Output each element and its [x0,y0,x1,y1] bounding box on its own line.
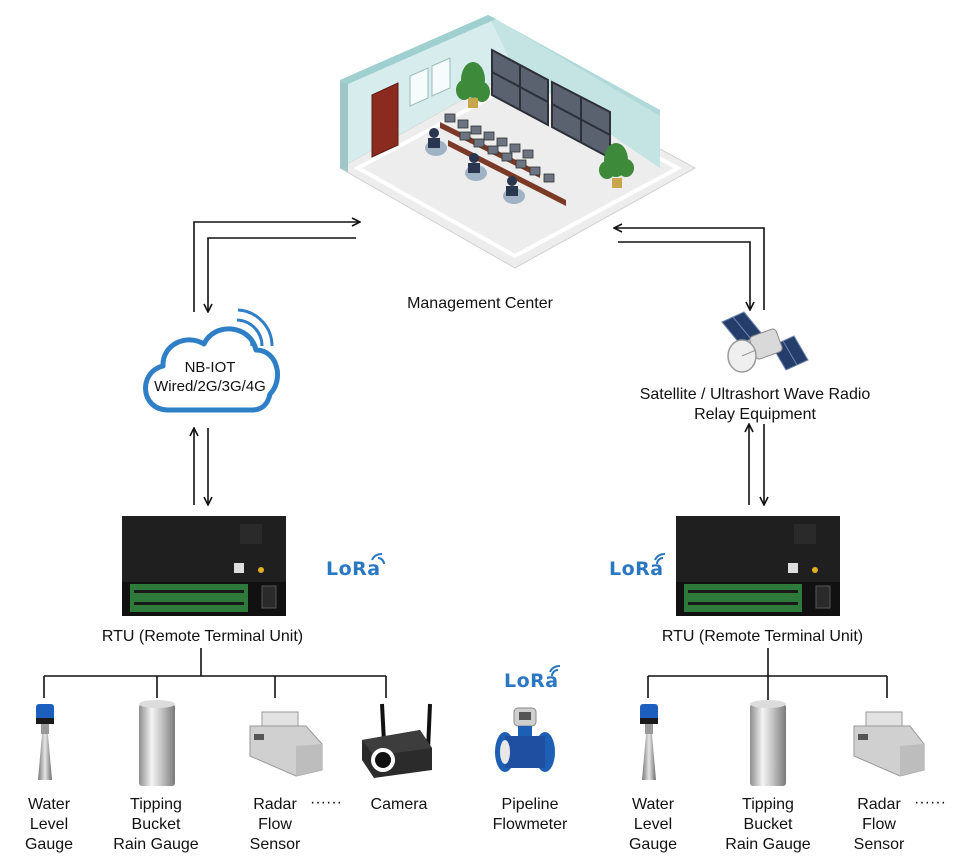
relay-label-line1: Satellite / Ultrashort Wave Radio [639,386,871,403]
right-sensor-bus [647,648,888,700]
water-level-gauge-left-label: Water Level Gauge [10,795,88,855]
radar-flow-sensor-right-label: Radar Flow Sensor [840,795,918,855]
ellipsis-left: ······ [310,794,342,811]
label-line: Flow [258,816,292,833]
label-line: Gauge [24,836,74,853]
rtu-left-device [122,516,286,616]
label-line: Bucket [131,816,181,833]
lora-signal-icon [654,552,666,565]
label-line: Rain Gauge [113,836,199,853]
label-line: Gauge [628,836,678,853]
water-level-gauge-right-icon [640,704,658,780]
right-uplink-arrows [614,228,764,505]
pipeline-flowmeter-label: Pipeline Flowmeter [475,795,585,835]
lora-left-badge: LoRa [326,552,385,580]
lora-right-text: LoRa [609,558,664,580]
rain-gauge-right-label: Tipping Bucket Rain Gauge [716,795,820,855]
label-line: Sensor [853,836,905,853]
label-line: Water [27,796,71,813]
lora-middle-badge: LoRa [504,664,561,692]
pipeline-flowmeter-icon [495,707,555,772]
left-uplink-arrows [194,222,360,505]
relay-label: Satellite / Ultrashort Wave Radio Relay … [600,385,910,425]
water-level-gauge-left-icon [36,704,54,780]
label-line: Flow [862,816,896,833]
label-line: Water [631,796,675,813]
rain-gauge-left-label: Tipping Bucket Rain Gauge [104,795,208,855]
rain-gauge-right-icon [750,700,786,786]
radar-flow-sensor-left-label: Radar Flow Sensor [236,795,314,855]
camera-label: Camera [370,796,428,813]
lora-signal-icon [549,664,561,677]
label-line: Tipping [130,796,182,813]
radar-flow-sensor-left-icon [249,711,323,777]
rtu-left-label: RTU (Remote Terminal Unit) [101,628,304,645]
rain-gauge-left-icon [139,700,175,786]
cloud-label: NB-IOT Wired/2G/3G/4G [140,358,280,396]
cloud-label-line1: NB-IOT [184,359,236,376]
lora-signal-icon [371,552,385,565]
ellipsis-right: ······ [914,794,946,811]
label-line: Tipping [742,796,794,813]
lora-middle-text: LoRa [504,670,559,692]
management-center-label: Management Center [407,295,553,312]
left-sensor-bus [43,648,387,698]
label-line: Radar [253,796,297,813]
label-line: Bucket [743,816,793,833]
label-line: Flowmeter [492,816,568,833]
camera-icon [362,703,432,778]
water-level-gauge-right-label: Water Level Gauge [614,795,692,855]
label-line: Level [633,816,673,833]
label-line: Radar [857,796,901,813]
lora-right-badge: LoRa [609,552,666,580]
lora-left-text: LoRa [326,558,381,580]
label-line: Rain Gauge [725,836,811,853]
label-line: Level [29,816,69,833]
label-line: Sensor [249,836,301,853]
satellite-icon [721,311,809,373]
radar-flow-sensor-right-icon [853,711,925,777]
cloud-network-icon [143,308,280,413]
relay-label-line2: Relay Equipment [694,406,816,423]
rtu-right-label: RTU (Remote Terminal Unit) [661,628,864,645]
cloud-label-line2: Wired/2G/3G/4G [154,378,266,395]
label-line: Pipeline [501,796,559,813]
rtu-right-device [676,516,840,616]
management-center-illustration [338,15,697,269]
